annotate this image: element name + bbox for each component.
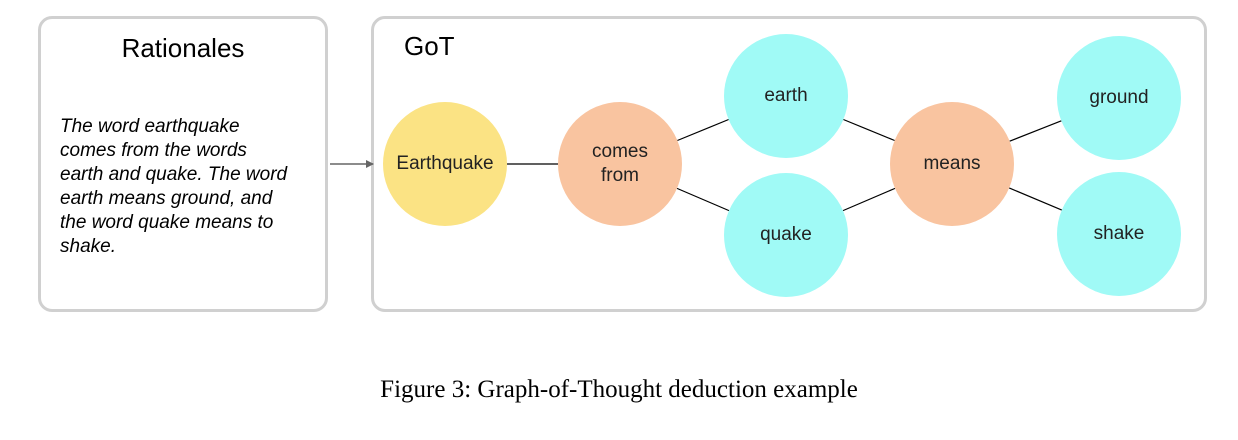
got-title: GoT <box>404 31 455 61</box>
rationales-text: The word earthquake comes from the words e… <box>60 115 322 259</box>
node-shake-label: shake <box>1094 223 1145 244</box>
node-ground-circle <box>1057 36 1181 160</box>
node-quake: quake <box>724 173 848 297</box>
rationales-title: Rationales <box>121 33 245 63</box>
node-shake-circle <box>1057 172 1181 296</box>
node-shake: shake <box>1057 172 1181 296</box>
node-earth: earth <box>724 34 848 158</box>
figure-caption: Figure 3: Graph-of-Thought deduction exa… <box>380 376 858 403</box>
edge-means-ground <box>1009 120 1062 142</box>
node-means-label: means <box>923 153 980 174</box>
node-earthquake: Earthquake <box>383 102 507 226</box>
node-quake-circle <box>724 173 848 297</box>
graph-edges <box>507 118 1063 212</box>
node-ground-label: ground <box>1089 87 1148 108</box>
rationales-text-line: shake. <box>60 236 116 257</box>
rationales-panel: Rationales The word earthquake comes from… <box>38 16 328 312</box>
edge-quake-means <box>842 187 896 212</box>
rationales-text-line: The word earthquake <box>60 116 240 137</box>
edge-earth-means <box>843 118 895 142</box>
rationales-text-line: earth and quake. The word <box>60 164 288 185</box>
rationales-text-line: the word quake means to <box>60 212 274 233</box>
node-earthquake-label: Earthquake <box>396 153 493 174</box>
node-earth-label: earth <box>764 85 807 106</box>
node-ground: ground <box>1057 36 1181 160</box>
node-quake-label: quake <box>760 224 812 245</box>
rationales-text-line: earth means ground, and <box>60 188 273 209</box>
node-means-circle <box>890 102 1014 226</box>
node-earthquake-circle <box>383 102 507 226</box>
node-comes-from-circle <box>558 102 682 226</box>
edge-comes-from-quake <box>676 187 730 212</box>
rationales-text-line: comes from the words <box>60 140 247 161</box>
node-means: means <box>890 102 1014 226</box>
edge-means-shake <box>1008 187 1063 211</box>
edge-comes-from-earth <box>677 118 729 142</box>
node-earth-circle <box>724 34 848 158</box>
